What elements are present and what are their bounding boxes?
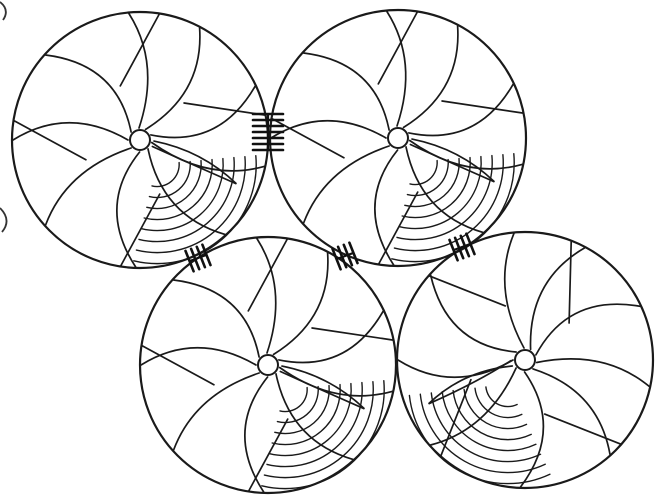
disc-vein — [257, 239, 276, 354]
disc-top-left — [12, 12, 268, 268]
disc-branch-vein — [378, 12, 417, 84]
disc-grain-arc — [431, 393, 540, 462]
disc-vein — [387, 12, 406, 127]
disc-grain-arc — [407, 160, 448, 196]
disc-vein — [46, 148, 132, 225]
disc-vein — [13, 123, 128, 140]
disc-grain-arc — [475, 388, 522, 417]
disc-vein — [141, 348, 256, 365]
disc-branch-vein — [142, 346, 214, 385]
disc-branch-vein — [430, 276, 506, 306]
disc-branch-vein — [442, 101, 522, 113]
disc-hub — [130, 130, 150, 150]
disc-branch-vein — [120, 14, 159, 86]
disc-vein — [152, 143, 265, 171]
disc-branch-vein — [248, 239, 287, 311]
page-margin-marks — [0, 2, 7, 232]
disc-bottom-right — [397, 232, 653, 488]
disc-vein — [404, 26, 458, 128]
disc-branch-vein — [569, 242, 571, 323]
disc-vein — [304, 53, 390, 130]
disc-grain-arc — [277, 387, 318, 423]
disc-top-right — [270, 10, 526, 266]
disc-vein — [537, 359, 650, 387]
disc-vein — [304, 146, 390, 223]
disc-vein — [174, 280, 260, 357]
disc-bottom-left — [140, 237, 396, 493]
disc-hub — [258, 355, 278, 375]
margin-mark-middle — [0, 208, 7, 232]
disc-grain-arc — [486, 387, 517, 407]
disc-vein — [505, 234, 524, 349]
disc-vein — [129, 14, 148, 129]
disc-vein — [146, 28, 200, 129]
suture-top-left-to-top-right — [253, 114, 283, 150]
suture-top-right-to-bottom-right — [450, 234, 475, 261]
disc-vein — [410, 141, 523, 169]
disc-branch-vein — [545, 414, 621, 444]
margin-mark-top — [0, 2, 6, 20]
disc-vein — [530, 248, 584, 350]
disc-vein — [46, 55, 132, 132]
disc-vein — [274, 253, 328, 355]
disc-vein — [271, 121, 386, 138]
disc-branch-vein — [312, 328, 392, 340]
disc-hub — [515, 350, 535, 370]
disc-grain-arc — [149, 162, 190, 198]
disc-grain-arc — [464, 389, 526, 428]
disc-vein — [280, 368, 393, 396]
disc-vein — [174, 373, 260, 450]
suture-top-right-to-bottom-left — [333, 243, 358, 270]
disc-vein — [533, 369, 610, 455]
disc-hub — [388, 128, 408, 148]
disc-vein — [431, 275, 516, 352]
disc-branch-vein — [14, 121, 86, 160]
disc-vein — [536, 304, 640, 355]
